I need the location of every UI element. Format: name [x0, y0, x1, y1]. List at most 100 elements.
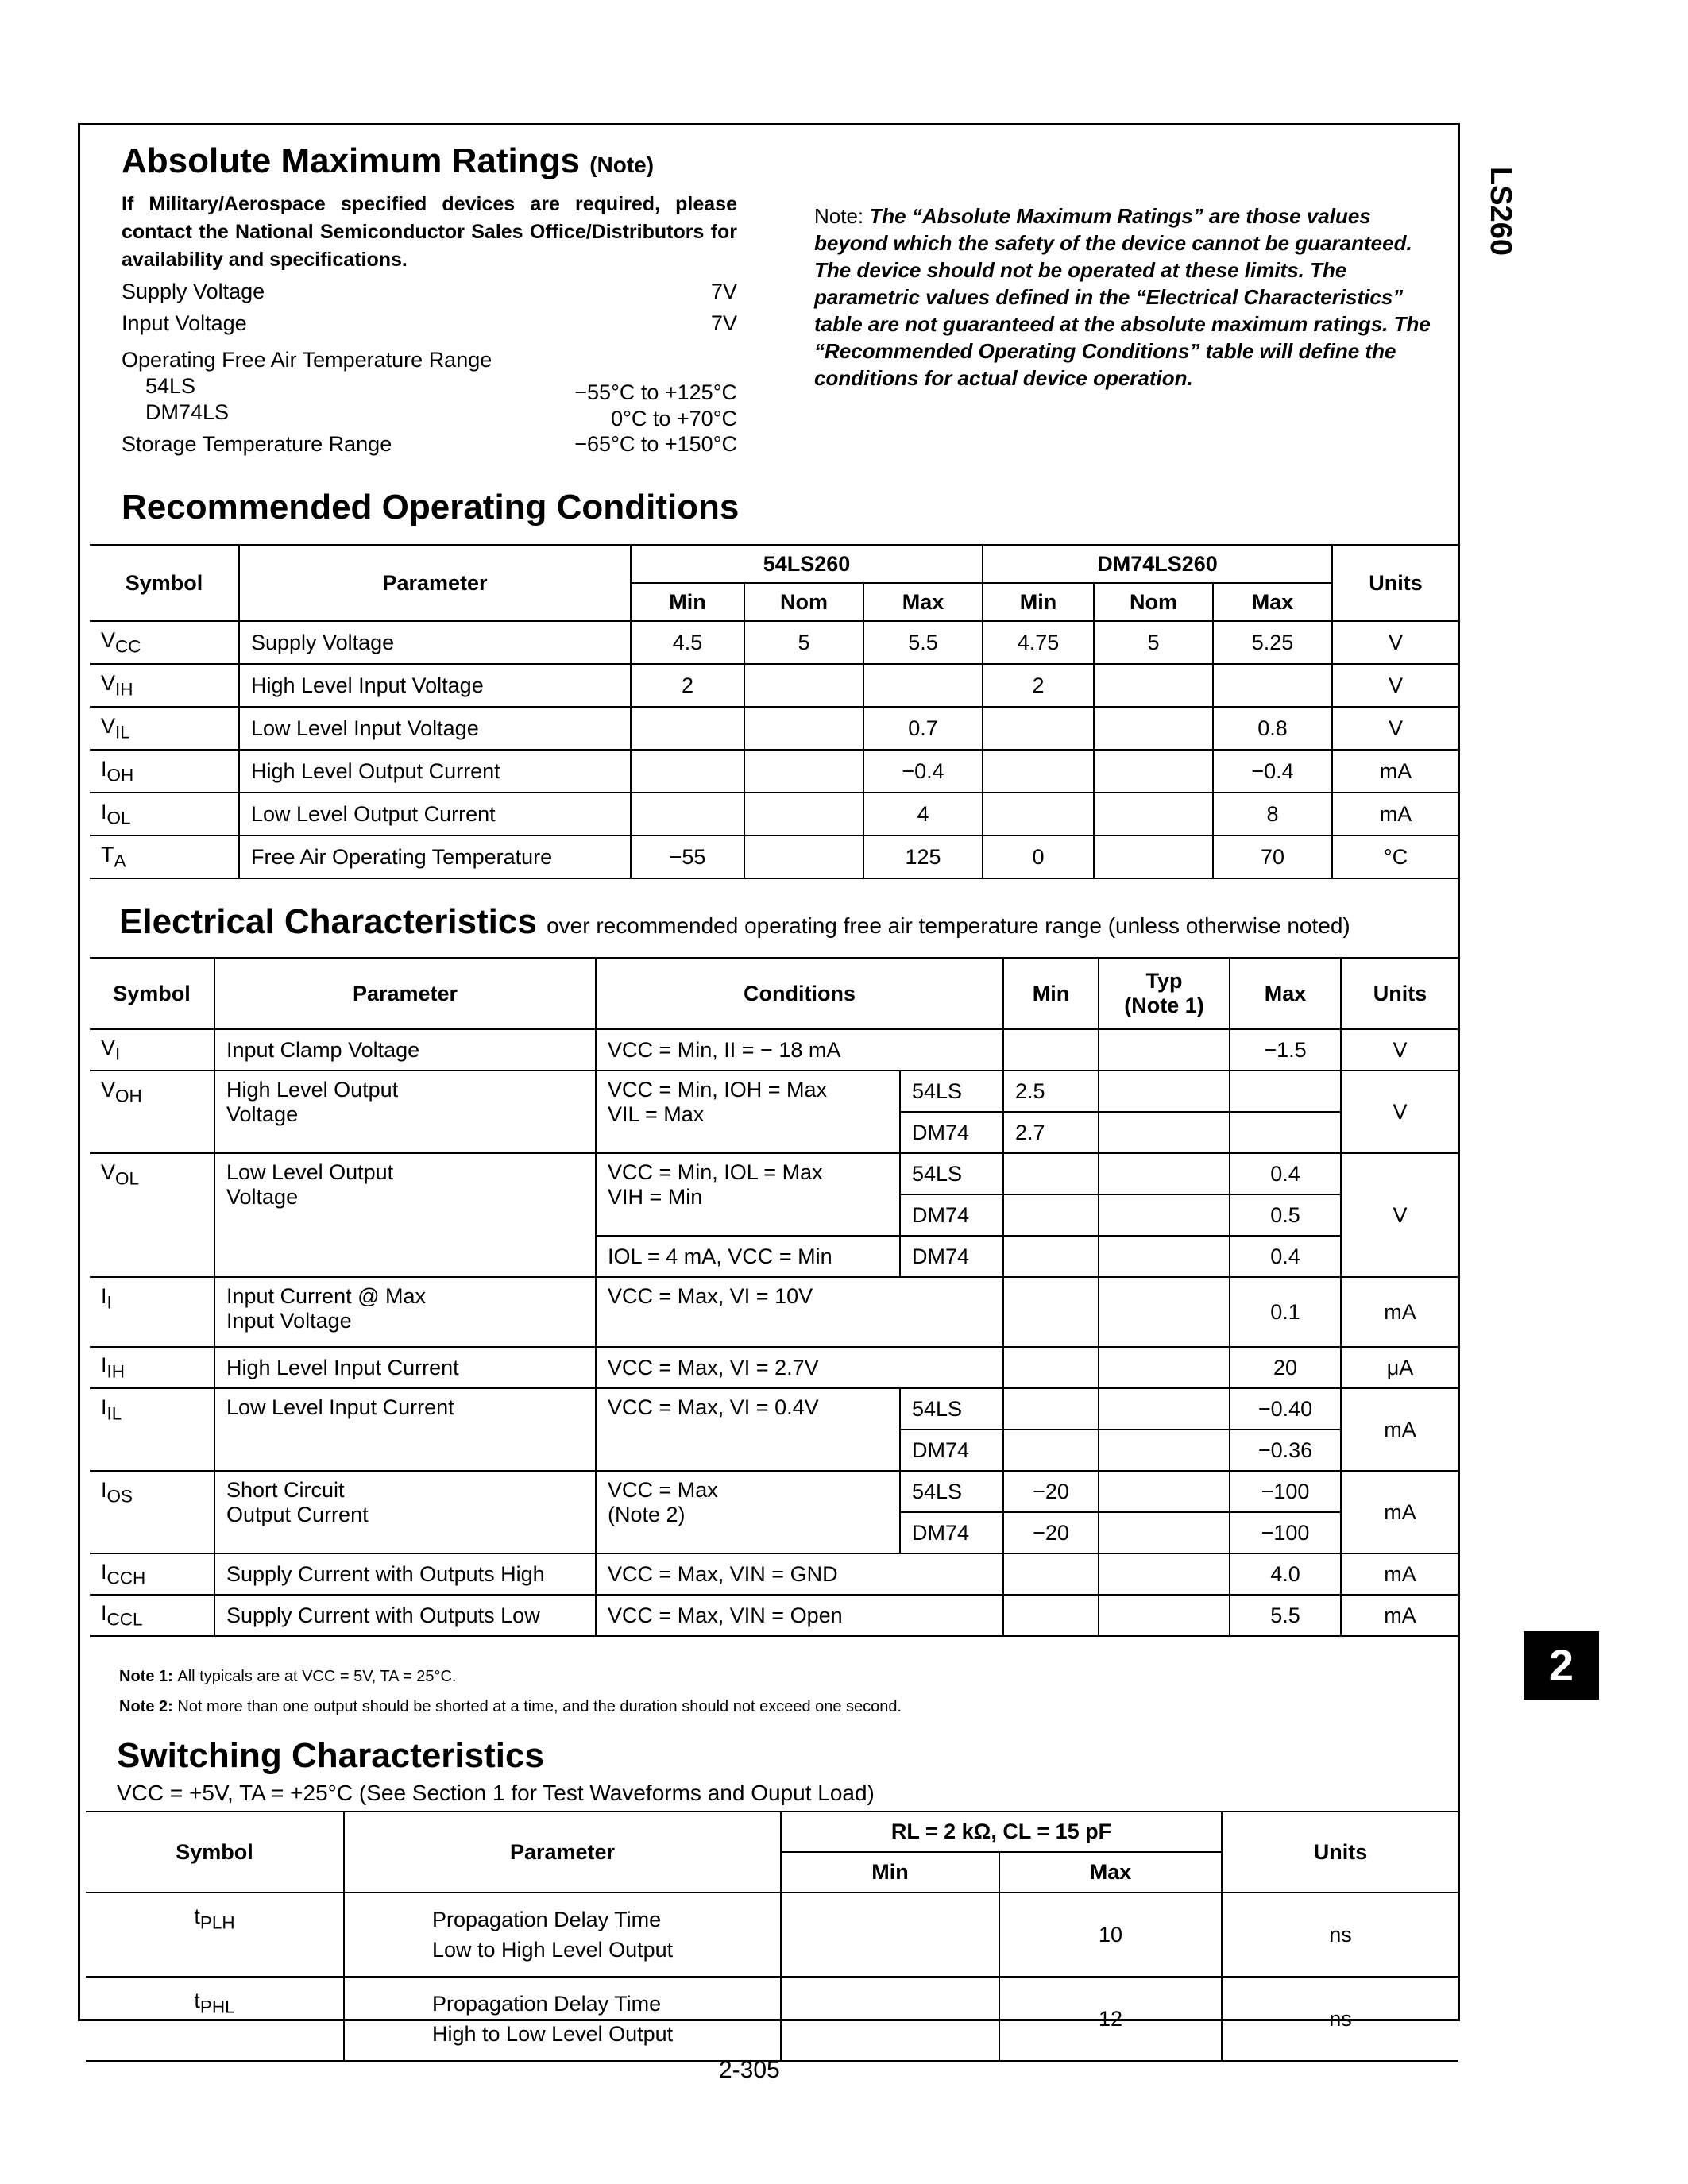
- roc-parameter: Low Level Output Current: [238, 792, 632, 836]
- roc-symbol: VIH: [90, 663, 240, 708]
- ec-typ: [1098, 1470, 1230, 1513]
- sw-header-parameter: Parameter: [343, 1811, 782, 1893]
- ec-table: Symbol Parameter Conditions Min Typ(Note…: [90, 957, 1458, 1637]
- roc-cell: [744, 663, 864, 708]
- roc-header-symbol: Symbol: [90, 544, 240, 622]
- ec-max: 5.5: [1229, 1594, 1342, 1637]
- ec-conditions: VCC = Max, VIN = GND: [595, 1553, 1004, 1596]
- ec-min: [1002, 1152, 1099, 1195]
- ec-conditions: VCC = Max(Note 2): [595, 1470, 901, 1554]
- rating-row: Input Voltage 7V: [122, 311, 737, 343]
- roc-cell: [744, 706, 864, 751]
- rating-value: 0°C to +70°C: [611, 407, 737, 430]
- roc-parameter: Supply Voltage: [238, 620, 632, 665]
- roc-units: °C: [1331, 835, 1458, 879]
- ec-units: mA: [1340, 1470, 1458, 1554]
- ec-device: DM74: [899, 1235, 1004, 1278]
- table-row: DM74 0.5: [90, 1194, 1458, 1237]
- roc-cell: 2: [630, 663, 745, 708]
- roc-header-parameter: Parameter: [238, 544, 632, 622]
- table-row: DM74 −0.36: [90, 1429, 1458, 1472]
- rating-label: Input Voltage: [122, 311, 247, 335]
- ec-symbol: VOL: [90, 1152, 215, 1278]
- roc-cell: 5: [1093, 620, 1214, 665]
- roc-parameter: Low Level Input Voltage: [238, 706, 632, 751]
- roc-header-dm74ls260: DM74LS260: [982, 544, 1333, 584]
- ec-symbol: IIL: [90, 1387, 215, 1472]
- ec-symbol: ICCL: [90, 1594, 215, 1637]
- ec-max: −100: [1229, 1511, 1342, 1554]
- roc-units: V: [1331, 620, 1458, 665]
- ec-max: −100: [1229, 1470, 1342, 1513]
- table-row: IOH High Level Output Current −0.4 −0.4 …: [90, 749, 1458, 793]
- table-row: IOL = 4 mA, VCC = Min DM74 0.4: [90, 1235, 1458, 1278]
- ec-min: [1002, 1429, 1099, 1472]
- sw-max: 10: [999, 1892, 1223, 1978]
- abs-max-note-text: The “Absolute Maximum Ratings” are those…: [814, 204, 1431, 390]
- rating-row: Storage Temperature Range−65°C to +150°C: [122, 432, 737, 464]
- roc-cell: [982, 749, 1095, 793]
- roc-units: mA: [1331, 749, 1458, 793]
- sw-header-max: Max: [999, 1851, 1223, 1893]
- roc-header-min: Min: [982, 582, 1095, 622]
- roc-symbol: IOH: [90, 749, 240, 793]
- ec-min: [1002, 1028, 1099, 1071]
- ec-header-min: Min: [1002, 957, 1099, 1030]
- ec-symbol: VI: [90, 1028, 215, 1071]
- page-number: 2-305: [719, 2057, 780, 2083]
- ec-symbol: IIH: [90, 1346, 215, 1389]
- table-row: DM74 2.7: [90, 1111, 1458, 1154]
- ec-max: 4.0: [1229, 1553, 1342, 1596]
- roc-cell: 125: [863, 835, 983, 879]
- ec-max: −0.36: [1229, 1429, 1342, 1472]
- rating-value: 7V: [710, 311, 737, 335]
- sw-header-load: RL = 2 kΩ, CL = 15 pF: [780, 1811, 1223, 1853]
- ec-symbol: VOH: [90, 1070, 215, 1154]
- ec-header-conditions: Conditions: [595, 957, 1004, 1030]
- roc-header-min: Min: [630, 582, 745, 622]
- table-row: ICCH Supply Current with Outputs High VC…: [90, 1553, 1458, 1596]
- roc-cell: 8: [1212, 792, 1333, 836]
- sw-header-units: Units: [1221, 1811, 1458, 1893]
- ec-typ: [1098, 1276, 1230, 1348]
- roc-header-nom: Nom: [1093, 582, 1214, 622]
- ec-device: 54LS: [899, 1470, 1004, 1513]
- ec-min: [1002, 1387, 1099, 1430]
- ec-device: 54LS: [899, 1387, 1004, 1430]
- sw-symbol: tPLH: [86, 1892, 345, 1978]
- table-row: VIL Low Level Input Voltage 0.7 0.8 V: [90, 706, 1458, 751]
- roc-cell: [1093, 706, 1214, 751]
- rating-value: −55°C to +125°C: [574, 380, 737, 404]
- ec-title: Electrical Characteristics over recommen…: [119, 902, 1350, 942]
- roc-cell: 2: [982, 663, 1095, 708]
- ec-units: mA: [1340, 1594, 1458, 1637]
- ec-max: −1.5: [1229, 1028, 1342, 1071]
- ec-conditions: VCC = Max, VI = 2.7V: [595, 1346, 1004, 1389]
- roc-cell: [1093, 835, 1214, 879]
- roc-cell: [630, 749, 745, 793]
- roc-header-max: Max: [1212, 582, 1333, 622]
- ec-header-parameter: Parameter: [214, 957, 597, 1030]
- roc-cell: 0.8: [1212, 706, 1333, 751]
- ec-header-max: Max: [1229, 957, 1342, 1030]
- ec-min: [1002, 1276, 1099, 1348]
- roc-cell: [863, 663, 983, 708]
- ec-typ: [1098, 1346, 1230, 1389]
- table-row: DM74 −20 −100: [90, 1511, 1458, 1554]
- ec-conditions: VCC = Max, VIN = Open: [595, 1594, 1004, 1637]
- rating-value: −65°C to +150°C: [574, 432, 737, 456]
- ec-min: −20: [1002, 1470, 1099, 1513]
- ec-conditions: IOL = 4 mA, VCC = Min: [595, 1235, 901, 1278]
- roc-header-units: Units: [1331, 544, 1458, 622]
- ec-conditions: VCC = Max, VI = 10V: [595, 1276, 1004, 1348]
